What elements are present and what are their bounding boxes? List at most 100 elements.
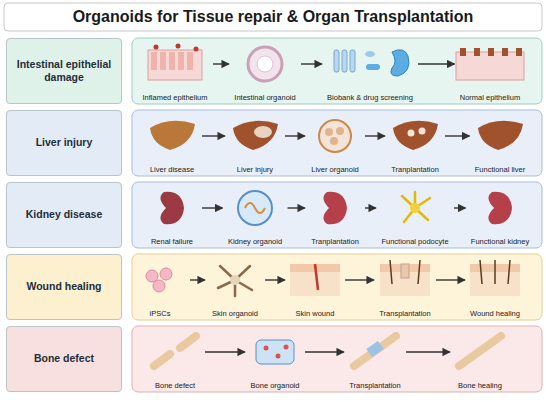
node-text: Intestinal organoid bbox=[234, 93, 295, 102]
organoid bbox=[319, 120, 351, 152]
cell bbox=[336, 127, 344, 135]
flow-arrow bbox=[445, 135, 470, 136]
villus bbox=[474, 48, 480, 56]
node-text: Wound healing bbox=[26, 280, 101, 293]
node-text: Functional kidney bbox=[471, 237, 529, 246]
flow-arrow bbox=[454, 207, 466, 208]
diagram-title: Organoids for Tissue repair & Organ Tran… bbox=[4, 3, 542, 31]
step-item: Liver organoid bbox=[307, 112, 363, 174]
node-text: Kidney organoid bbox=[228, 237, 282, 246]
flow-arrow bbox=[365, 135, 385, 136]
villus bbox=[502, 48, 508, 56]
stomach bbox=[391, 50, 409, 76]
tubule bbox=[245, 203, 265, 213]
node-text: Functional liver bbox=[475, 165, 525, 174]
row-panel bbox=[132, 326, 542, 392]
node-text: Wound healing bbox=[470, 309, 520, 318]
cell bbox=[330, 137, 338, 145]
tissue bbox=[456, 52, 524, 80]
step-item: Renal failure bbox=[144, 184, 200, 246]
step-item: Functional podocyte bbox=[378, 184, 452, 246]
bone-row-art bbox=[154, 336, 501, 366]
node-text: Transplantation bbox=[349, 381, 400, 390]
cell bbox=[276, 354, 281, 359]
node-text: Tranplantation bbox=[311, 237, 359, 246]
step-item: Inflamed epithelium bbox=[139, 40, 211, 102]
node-text: Functional podocyte bbox=[381, 237, 448, 246]
bone bbox=[459, 336, 501, 366]
villus bbox=[460, 48, 466, 56]
flow-arrow bbox=[202, 135, 225, 136]
flow-arrow bbox=[345, 279, 374, 280]
inflammatory-cell bbox=[154, 45, 159, 50]
podocyte bbox=[402, 192, 430, 222]
liver-row-art bbox=[150, 120, 523, 152]
step-item: Functional liver bbox=[472, 112, 529, 174]
pill bbox=[365, 51, 375, 57]
flow-arrow bbox=[305, 351, 344, 352]
graft bbox=[366, 341, 383, 357]
node-text: Skin organoid bbox=[212, 309, 258, 318]
node-text: Kidney disease bbox=[26, 208, 102, 221]
row-label-box: Bone defect bbox=[6, 326, 122, 392]
flow-arrow bbox=[365, 207, 376, 208]
flow-arrow bbox=[213, 63, 229, 64]
capsule bbox=[366, 64, 380, 70]
cell bbox=[160, 268, 172, 280]
skin-organoid bbox=[218, 266, 252, 296]
node-text: Bone organoid bbox=[251, 381, 300, 390]
skin-row-art bbox=[146, 260, 520, 296]
row-label-box: Wound healing bbox=[6, 254, 122, 320]
node-text: Inflamed epithelium bbox=[142, 93, 207, 102]
step-item: Skin organoid bbox=[207, 256, 263, 318]
node-text: Liver injury bbox=[36, 136, 93, 149]
villus bbox=[187, 52, 193, 70]
liver bbox=[478, 121, 523, 150]
step-item: Tranplantation bbox=[307, 184, 363, 246]
step-item: Wound healing bbox=[467, 256, 523, 318]
row-panel bbox=[132, 182, 542, 248]
cell bbox=[264, 346, 269, 351]
step-item: Liver disease bbox=[144, 112, 200, 174]
kidney bbox=[160, 192, 184, 224]
flow-arrow bbox=[418, 63, 455, 64]
villus bbox=[178, 52, 184, 70]
graft bbox=[401, 264, 409, 278]
step-item: Biobank & drug screening bbox=[324, 40, 416, 102]
node-text: Biobank & drug screening bbox=[327, 93, 413, 102]
flow-arrow bbox=[436, 279, 465, 280]
tube bbox=[350, 50, 355, 72]
flow-arrow bbox=[205, 351, 245, 352]
organoid-core bbox=[230, 275, 240, 285]
row-panel bbox=[132, 110, 542, 176]
node-text: Tranplantation bbox=[391, 165, 439, 174]
step-item: Functional kidney bbox=[468, 184, 533, 246]
node-text: Bone defect bbox=[34, 352, 94, 365]
bone bbox=[354, 336, 396, 366]
title-frame bbox=[4, 3, 542, 31]
injury-patch bbox=[254, 126, 272, 138]
flow-arrow bbox=[406, 351, 450, 352]
tube bbox=[342, 50, 347, 72]
flow-arrow bbox=[285, 135, 305, 136]
cell bbox=[325, 128, 333, 136]
bone-organoid bbox=[256, 340, 294, 364]
liver bbox=[393, 121, 438, 150]
liver bbox=[150, 121, 195, 150]
podocyte-body bbox=[410, 203, 420, 213]
intestine-row-art bbox=[148, 44, 524, 82]
cell bbox=[284, 345, 289, 350]
liver bbox=[233, 121, 278, 150]
row-label-box: Intestinal epithelial damage bbox=[6, 38, 122, 104]
bone bbox=[180, 336, 196, 348]
kidney-row-art bbox=[160, 191, 512, 225]
hair bbox=[480, 260, 482, 284]
graft bbox=[408, 130, 415, 137]
villus bbox=[488, 48, 494, 56]
step-item: Bone healing bbox=[452, 328, 508, 390]
node-text: Skin wound bbox=[296, 309, 335, 318]
cell bbox=[153, 280, 165, 292]
node-text: Liver injury bbox=[237, 165, 273, 174]
kidney bbox=[488, 192, 512, 224]
